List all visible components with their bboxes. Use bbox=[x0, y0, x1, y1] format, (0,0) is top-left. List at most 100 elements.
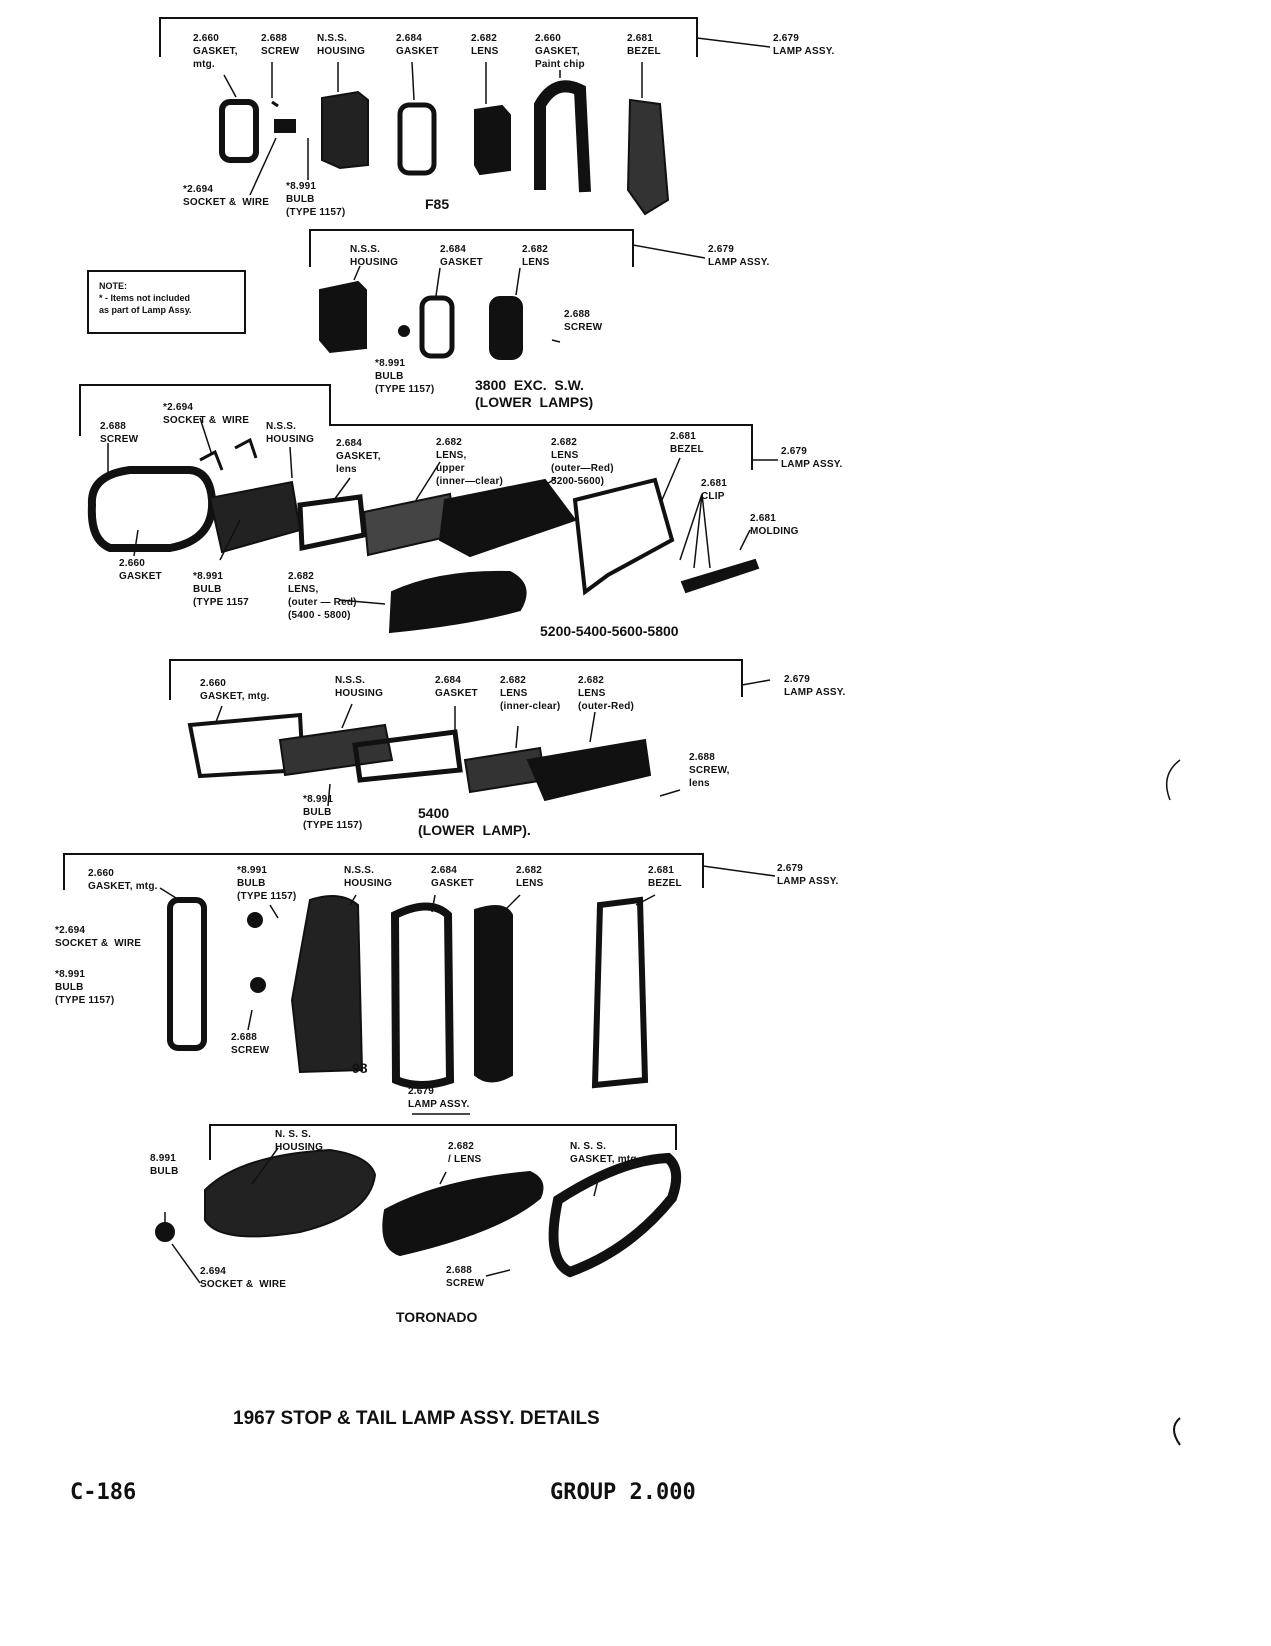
s5200-gasket-label: 2.660 GASKET bbox=[119, 558, 162, 582]
f85-lens-part bbox=[474, 104, 511, 176]
toronado-socket-wire-label: 2.694 SOCKET & WIRE bbox=[200, 1266, 287, 1290]
s5200-lamp-assy-label: 2.679 LAMP ASSY. bbox=[781, 446, 843, 470]
s5200-molding-part bbox=[680, 558, 760, 594]
s98-lens-part bbox=[474, 905, 513, 1083]
toronado-bracket bbox=[209, 1113, 677, 1160]
s5400-bulb-label: *8.991 BULB (TYPE 1157) bbox=[303, 794, 363, 831]
s5200-lens-outer-part bbox=[438, 478, 577, 558]
s98-bracket bbox=[63, 853, 776, 890]
s5400-bracket bbox=[169, 659, 771, 700]
s5400-gasket-label: 2.684 GASKET bbox=[435, 675, 478, 699]
page-number: C-186 bbox=[70, 1480, 137, 1505]
s5400-gasket-mtg-label: 2.660 GASKET, mtg. bbox=[200, 678, 270, 702]
f85-housing-part bbox=[321, 90, 369, 170]
s3800-gasket-label: 2.684 GASKET bbox=[440, 244, 483, 268]
s5400-gasket-part bbox=[352, 729, 463, 783]
s5200-gasket-part bbox=[87, 466, 217, 552]
f85-bezel-part bbox=[626, 98, 670, 216]
toronado-lens-part bbox=[382, 1170, 544, 1257]
s3800-lamp-assy-label: 2.679 LAMP ASSY. bbox=[708, 244, 770, 268]
s5200-housing-part bbox=[208, 480, 302, 554]
f85-screw-label: 2.688 SCREW bbox=[261, 33, 300, 57]
f85-lamp-assy-label: 2.679 LAMP ASSY. bbox=[773, 33, 835, 57]
s5200-bulb-label: *8.991 BULB (TYPE 1157 bbox=[193, 571, 249, 608]
s5400-lamp-assy-label: 2.679 LAMP ASSY. bbox=[784, 674, 846, 698]
s5200-socket-wire-label: *2.694 SOCKET & WIRE bbox=[163, 402, 250, 426]
s5400-housing-label: N.S.S. HOUSING bbox=[335, 675, 384, 699]
f85-socket-wire-label: *2.694 SOCKET & WIRE bbox=[183, 184, 270, 208]
s5400-lens-outer-label: 2.682 LENS (outer-Red) bbox=[578, 675, 635, 712]
s3800-screw-label: 2.688 SCREW bbox=[564, 309, 603, 333]
s98-screw-label: 2.688 SCREW bbox=[231, 1032, 270, 1056]
s5200-lens-outer-5400-label: 2.682 LENS, (outer — Red) (5400 - 5800) bbox=[288, 571, 357, 621]
toronado-lens-label: 2.682 / LENS bbox=[448, 1141, 482, 1165]
toronado-bulb-label: 8.991 BULB bbox=[150, 1153, 179, 1177]
toronado-gasket-mtg-part bbox=[548, 1152, 682, 1278]
s3800-housing-label: N.S.S. HOUSING bbox=[350, 244, 399, 268]
s5200-gasket-lens-part bbox=[297, 494, 367, 552]
f85-bracket bbox=[159, 17, 771, 57]
note-heading: NOTE: bbox=[99, 281, 127, 291]
s98-gasket-label: 2.684 GASKET bbox=[431, 865, 474, 889]
s5200-bezel-part bbox=[572, 477, 675, 596]
s98-bezel-part bbox=[591, 896, 649, 1089]
s98-gasket-part bbox=[390, 902, 455, 1089]
s5200-bracket bbox=[79, 384, 778, 470]
s3800-lens-label: 2.682 LENS bbox=[522, 244, 550, 268]
toronado-caption: TORONADO bbox=[396, 1309, 478, 1325]
s5200-housing-label: N.S.S. HOUSING bbox=[266, 421, 315, 445]
toronado-housing-label: N. S. S. HOUSING bbox=[275, 1129, 324, 1153]
s98-socket-wire-label: *2.694 SOCKET & WIRE bbox=[55, 925, 142, 949]
s5200-lens-outer-label: 2.682 LENS (outer—Red) 5200-5600) bbox=[551, 437, 614, 487]
f85-lens-label: 2.682 LENS bbox=[471, 33, 499, 57]
note-body: * - Items not included as part of Lamp A… bbox=[99, 293, 192, 315]
s3800-gasket-part bbox=[419, 295, 455, 359]
note-box: NOTE: * - Items not included as part of … bbox=[87, 270, 246, 334]
page-title: 1967 STOP & TAIL LAMP ASSY. DETAILS bbox=[233, 1408, 600, 1429]
s5200-clip-label: 2.681 CLIP bbox=[701, 478, 728, 502]
toronado-housing-part bbox=[204, 1148, 377, 1238]
group-label: GROUP 2.000 bbox=[550, 1480, 696, 1505]
s98-gasket-mtg-label: 2.660 GASKET, mtg. bbox=[88, 868, 158, 892]
toronado-screw-label: 2.688 SCREW bbox=[446, 1265, 485, 1289]
f85-bezel-label: 2.681 BEZEL bbox=[627, 33, 661, 57]
s5400-lens-outer-part bbox=[526, 738, 652, 802]
toronado-gasket-mtg-label: N. S. S. GASKET, mtg. bbox=[570, 1141, 640, 1165]
f85-paint-chip-gasket-part bbox=[534, 80, 591, 193]
toronado-lamp-assy-label: 2.679 LAMP ASSY. bbox=[408, 1086, 470, 1110]
s98-lamp-assy-label: 2.679 LAMP ASSY. bbox=[777, 863, 839, 887]
f85-housing-label: N.S.S. HOUSING bbox=[317, 33, 366, 57]
s5200-lens-outer-5400-part bbox=[388, 570, 527, 634]
s5200-bezel-label: 2.681 BEZEL bbox=[670, 431, 704, 455]
s98-caption: 98 bbox=[352, 1060, 368, 1076]
f85-gasket-paint-chip-label: 2.660 GASKET, Paint chip bbox=[535, 33, 585, 70]
f85-bulb-label: *8.991 BULB (TYPE 1157) bbox=[286, 181, 346, 218]
s5400-lens-inner-label: 2.682 LENS (inner-clear) bbox=[500, 675, 561, 712]
s98-lens-label: 2.682 LENS bbox=[516, 865, 544, 889]
s3800-housing-part bbox=[319, 280, 367, 354]
s5400-screw-label: 2.688 SCREW, lens bbox=[689, 752, 730, 789]
f85-gasket-mtg-part bbox=[219, 99, 259, 163]
s5200-molding-label: 2.681 MOLDING bbox=[750, 513, 799, 537]
f85-caption: F85 bbox=[425, 196, 450, 212]
s98-gasket-mtg-part bbox=[167, 897, 207, 1051]
s3800-bracket bbox=[309, 229, 706, 267]
s5400-housing-part bbox=[278, 723, 394, 777]
f85-gasket-label: 2.684 GASKET bbox=[396, 33, 439, 57]
s98-housing-label: N.S.S. HOUSING bbox=[344, 865, 393, 889]
f85-gasket-part bbox=[397, 102, 437, 176]
s98-housing-part bbox=[290, 895, 364, 1074]
s5400-caption: 5400 (LOWER LAMP). bbox=[418, 805, 531, 838]
s3800-lens-part bbox=[489, 296, 523, 360]
s5200-caption: 5200-5400-5600-5800 bbox=[540, 623, 679, 639]
s98-bulb-side-label: *8.991 BULB (TYPE 1157) bbox=[55, 969, 115, 1006]
s98-bulb-top-label: *8.991 BULB (TYPE 1157) bbox=[237, 865, 297, 902]
s3800-bulb-label: *8.991 BULB (TYPE 1157) bbox=[375, 358, 435, 395]
s98-bezel-label: 2.681 BEZEL bbox=[648, 865, 682, 889]
s3800-caption: 3800 EXC. S.W. (LOWER LAMPS) bbox=[475, 377, 594, 410]
s5200-screw-label: 2.688 SCREW bbox=[100, 421, 139, 445]
f85-gasket-mtg-label: 2.660 GASKET, mtg. bbox=[193, 33, 238, 70]
s5200-lens-upper-label: 2.682 LENS, upper (inner—clear) bbox=[436, 437, 504, 487]
